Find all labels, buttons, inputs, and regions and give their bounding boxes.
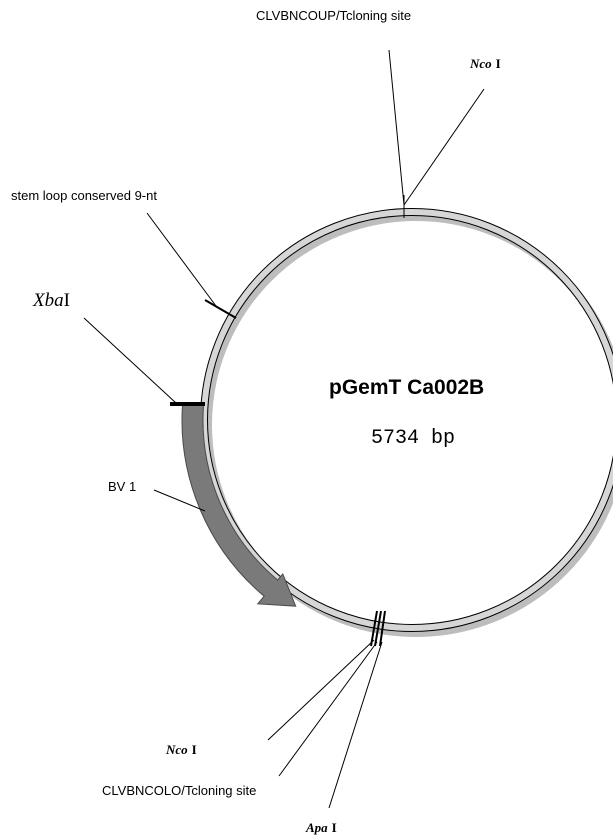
nco-top-leader [403,88,485,206]
plasmid-name: pGemT Ca002B [329,376,484,399]
stem-loop-marker [204,299,237,319]
bv1-leader [153,489,206,512]
clv-lo-label: CLVBNCOLO/Tcloning site [102,783,256,798]
bottom-site-tick-3 [379,610,386,647]
apa-leader [328,641,383,809]
bv1-gene-arrow [181,403,297,607]
xba-leader [83,317,177,404]
clv-up-label: CLVBNCOUP/Tcloning site [256,8,411,23]
nco-bottom-leader [267,639,375,741]
bottom-site-tick-1 [370,610,378,647]
xba-label: XbaI [32,290,70,311]
clv-up-leader [388,49,405,206]
bv1-label: BV 1 [108,479,136,494]
plasmid-size: 5734 bp [371,427,455,450]
clv-lo-leader [278,641,378,777]
plasmid-backbone-fill [201,209,613,631]
stem-loop-leader [146,212,217,307]
bottom-site-tick-2 [374,610,382,647]
stem-loop-label: stem loop conserved 9-nt [11,188,157,203]
